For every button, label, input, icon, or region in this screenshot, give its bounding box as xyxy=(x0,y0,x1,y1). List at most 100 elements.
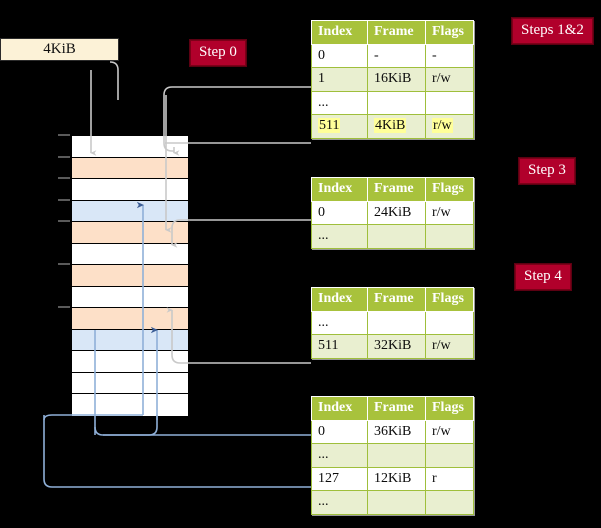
column-header-index: Index xyxy=(311,396,368,421)
physical-memory-column xyxy=(70,134,190,416)
column-header-index: Index xyxy=(311,287,368,312)
badge-step-0-label: Step 0 xyxy=(199,44,237,60)
memory-row xyxy=(72,394,188,416)
column-header-flags: Flags xyxy=(425,287,474,312)
cell-frame xyxy=(367,490,426,515)
memory-tick xyxy=(58,263,70,265)
cell-flags xyxy=(425,490,474,515)
cell-index: ... xyxy=(311,224,368,249)
badge-steps-1-2-label: Steps 1&2 xyxy=(521,22,584,38)
cell-index: 1 xyxy=(311,67,368,92)
cell-frame xyxy=(367,224,426,249)
cell-frame: - xyxy=(367,43,426,68)
cell-flags xyxy=(425,310,474,335)
table-row: ... xyxy=(311,90,474,115)
cell-flags: - xyxy=(425,43,474,68)
cell-frame: 36KiB xyxy=(367,419,426,444)
column-header-flags: Flags xyxy=(425,177,474,202)
cell-frame: 4KiB xyxy=(367,114,426,139)
table-row: ... xyxy=(311,443,474,468)
cell-flags: r/w xyxy=(425,419,474,444)
memory-row xyxy=(72,372,188,394)
wire-table2-24kib xyxy=(171,219,311,248)
cell-index: 0 xyxy=(311,43,368,68)
cell-flags xyxy=(425,443,474,468)
memory-tick xyxy=(58,220,70,222)
memory-tick xyxy=(58,155,70,158)
column-header-frame: Frame xyxy=(367,177,426,202)
cell-flags: r xyxy=(425,466,474,491)
wire-table3-32kib xyxy=(166,307,311,364)
column-header-frame: Frame xyxy=(367,20,426,45)
cell-frame xyxy=(367,310,426,335)
cell-index: 511 xyxy=(311,334,368,359)
cell-index: ... xyxy=(311,90,368,115)
cell-frame: 16KiB xyxy=(367,67,426,92)
cell-index: ... xyxy=(311,310,368,335)
memory-row xyxy=(72,329,188,351)
cell-frame xyxy=(367,90,426,115)
memory-row xyxy=(72,200,188,222)
memory-row xyxy=(72,351,188,373)
cell-index: 511 xyxy=(311,114,368,139)
column-header-flags: Flags xyxy=(425,396,474,421)
badge-step-3: Step 3 xyxy=(519,158,575,184)
cell-index: ... xyxy=(311,443,368,468)
table-row: ... xyxy=(311,310,474,335)
memory-row xyxy=(72,222,188,244)
badge-step-3-label: Step 3 xyxy=(528,162,566,178)
cell-flags xyxy=(425,90,474,115)
memory-tick xyxy=(58,134,70,136)
highlighted-value: 511 xyxy=(318,118,341,133)
cell-flags: r/w xyxy=(425,200,474,225)
cell-frame: 12KiB xyxy=(367,466,426,491)
column-header-index: Index xyxy=(311,177,368,202)
cell-index: 0 xyxy=(311,419,368,444)
table-row: ... xyxy=(311,490,474,515)
memory-tick xyxy=(58,306,70,308)
table-row: 511 4KiB r/w xyxy=(311,114,474,139)
memory-tick xyxy=(58,198,70,201)
memory-row xyxy=(72,157,188,179)
badge-steps-1-2: Steps 1&2 xyxy=(512,18,593,44)
cell-index: 0 xyxy=(311,200,368,225)
cell-flags: r/w xyxy=(425,67,474,92)
column-header-frame: Frame xyxy=(367,287,426,312)
cell-index: 127 xyxy=(311,466,368,491)
badge-step-0: Step 0 xyxy=(190,40,246,66)
highlighted-value: 4KiB xyxy=(374,118,407,133)
column-header-flags: Flags xyxy=(425,20,474,45)
memory-row xyxy=(72,243,188,265)
badge-step-4-label: Step 4 xyxy=(524,268,562,284)
memory-tick xyxy=(58,177,70,179)
cell-flags xyxy=(425,224,474,249)
memory-row xyxy=(72,286,188,308)
column-header-frame: Frame xyxy=(367,396,426,421)
table-row: 0-- xyxy=(311,43,474,68)
cell-index: ... xyxy=(311,490,368,515)
memory-row xyxy=(72,265,188,287)
source-frame-label: 4KiB xyxy=(43,41,76,57)
cell-flags: r/w xyxy=(425,334,474,359)
source-frame-box: 4KiB xyxy=(0,38,119,61)
column-header-index: Index xyxy=(311,20,368,45)
memory-row xyxy=(72,179,188,201)
badge-step-4: Step 4 xyxy=(515,264,571,290)
table-row: ... xyxy=(311,224,474,249)
cell-flags: r/w xyxy=(425,114,474,139)
cell-frame xyxy=(367,443,426,468)
cell-frame: 32KiB xyxy=(367,334,426,359)
cell-frame: 24KiB xyxy=(367,200,426,225)
highlighted-value: r/w xyxy=(432,118,453,133)
memory-row xyxy=(72,136,188,158)
